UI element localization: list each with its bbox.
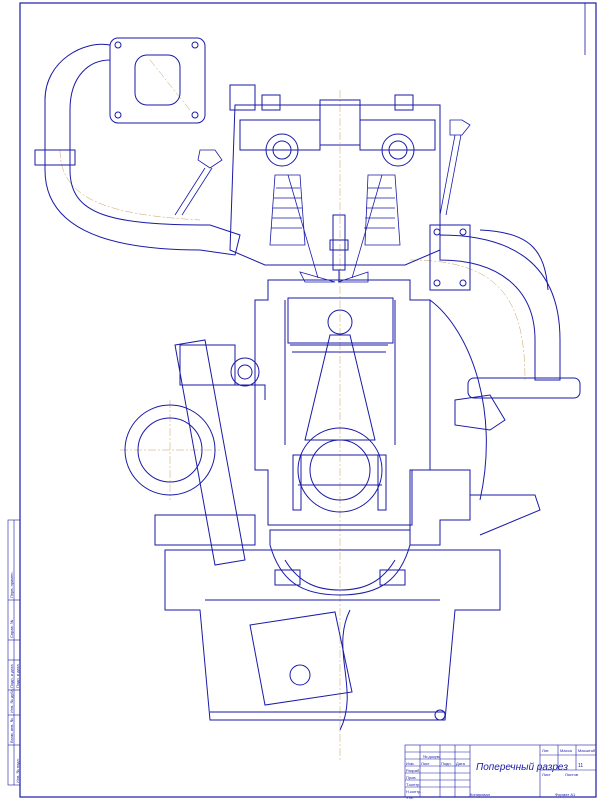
col-header-scale: Масштаб xyxy=(578,748,596,753)
row-label-doc: № докум. xyxy=(423,754,441,759)
crankshaft xyxy=(269,529,411,596)
right-components xyxy=(154,299,541,546)
row-label-date: Дата xyxy=(456,761,465,766)
row-label-sign: Подп. xyxy=(441,761,452,766)
head-studs xyxy=(174,119,471,216)
side-stamp-dup-inv: Инв. № дубл. xyxy=(9,688,14,713)
intake-manifold xyxy=(34,37,241,256)
axis-lines xyxy=(59,59,526,760)
sheet-label: Лист xyxy=(542,772,551,777)
valve-springs xyxy=(269,174,401,283)
spark-plug xyxy=(329,214,349,282)
cylinder-block xyxy=(254,279,431,526)
oil-pan xyxy=(164,549,501,731)
sheets-label: Листов xyxy=(565,772,578,777)
side-stamp xyxy=(7,519,21,786)
connecting-rod xyxy=(292,334,387,513)
cylinder-head xyxy=(229,84,441,266)
row-label-izm: Изм. xyxy=(406,761,415,766)
footer-format: Формат А1 xyxy=(555,792,576,797)
auxiliary-shaft xyxy=(124,339,266,566)
engine-drawing xyxy=(34,37,581,731)
sheet-number: 11 xyxy=(578,763,584,769)
col-header-lit: Лит. xyxy=(542,748,550,753)
exhaust-manifold xyxy=(429,224,581,399)
side-stamp-reference: Справ. № xyxy=(9,619,14,638)
col-header-mass: Масса xyxy=(560,748,572,753)
role-norm-control: Н.контр. xyxy=(406,789,422,794)
sheet-frame xyxy=(19,2,597,798)
role-approved: Утв. xyxy=(406,795,414,800)
drawing-title: Поперечный разрез xyxy=(476,762,569,773)
side-stamp-sign-date-2: Подп. и дата xyxy=(15,664,20,688)
footer-copied: Копировал xyxy=(470,792,491,797)
side-stamp-sign-date-1: Подп. и дата xyxy=(9,664,14,688)
row-label-list: Лист xyxy=(421,761,430,766)
role-checked: Пров. xyxy=(406,775,417,780)
title-block xyxy=(404,744,597,798)
role-tech-control: Т.контр. xyxy=(406,782,421,787)
role-developed: Разраб. xyxy=(406,768,421,773)
side-stamp-orig-inv: Инв. № подл. xyxy=(15,758,20,783)
side-stamp-first-use: Перв. примен. xyxy=(9,571,14,598)
side-stamp-replace-inv: Взам. инв. № xyxy=(9,718,14,743)
